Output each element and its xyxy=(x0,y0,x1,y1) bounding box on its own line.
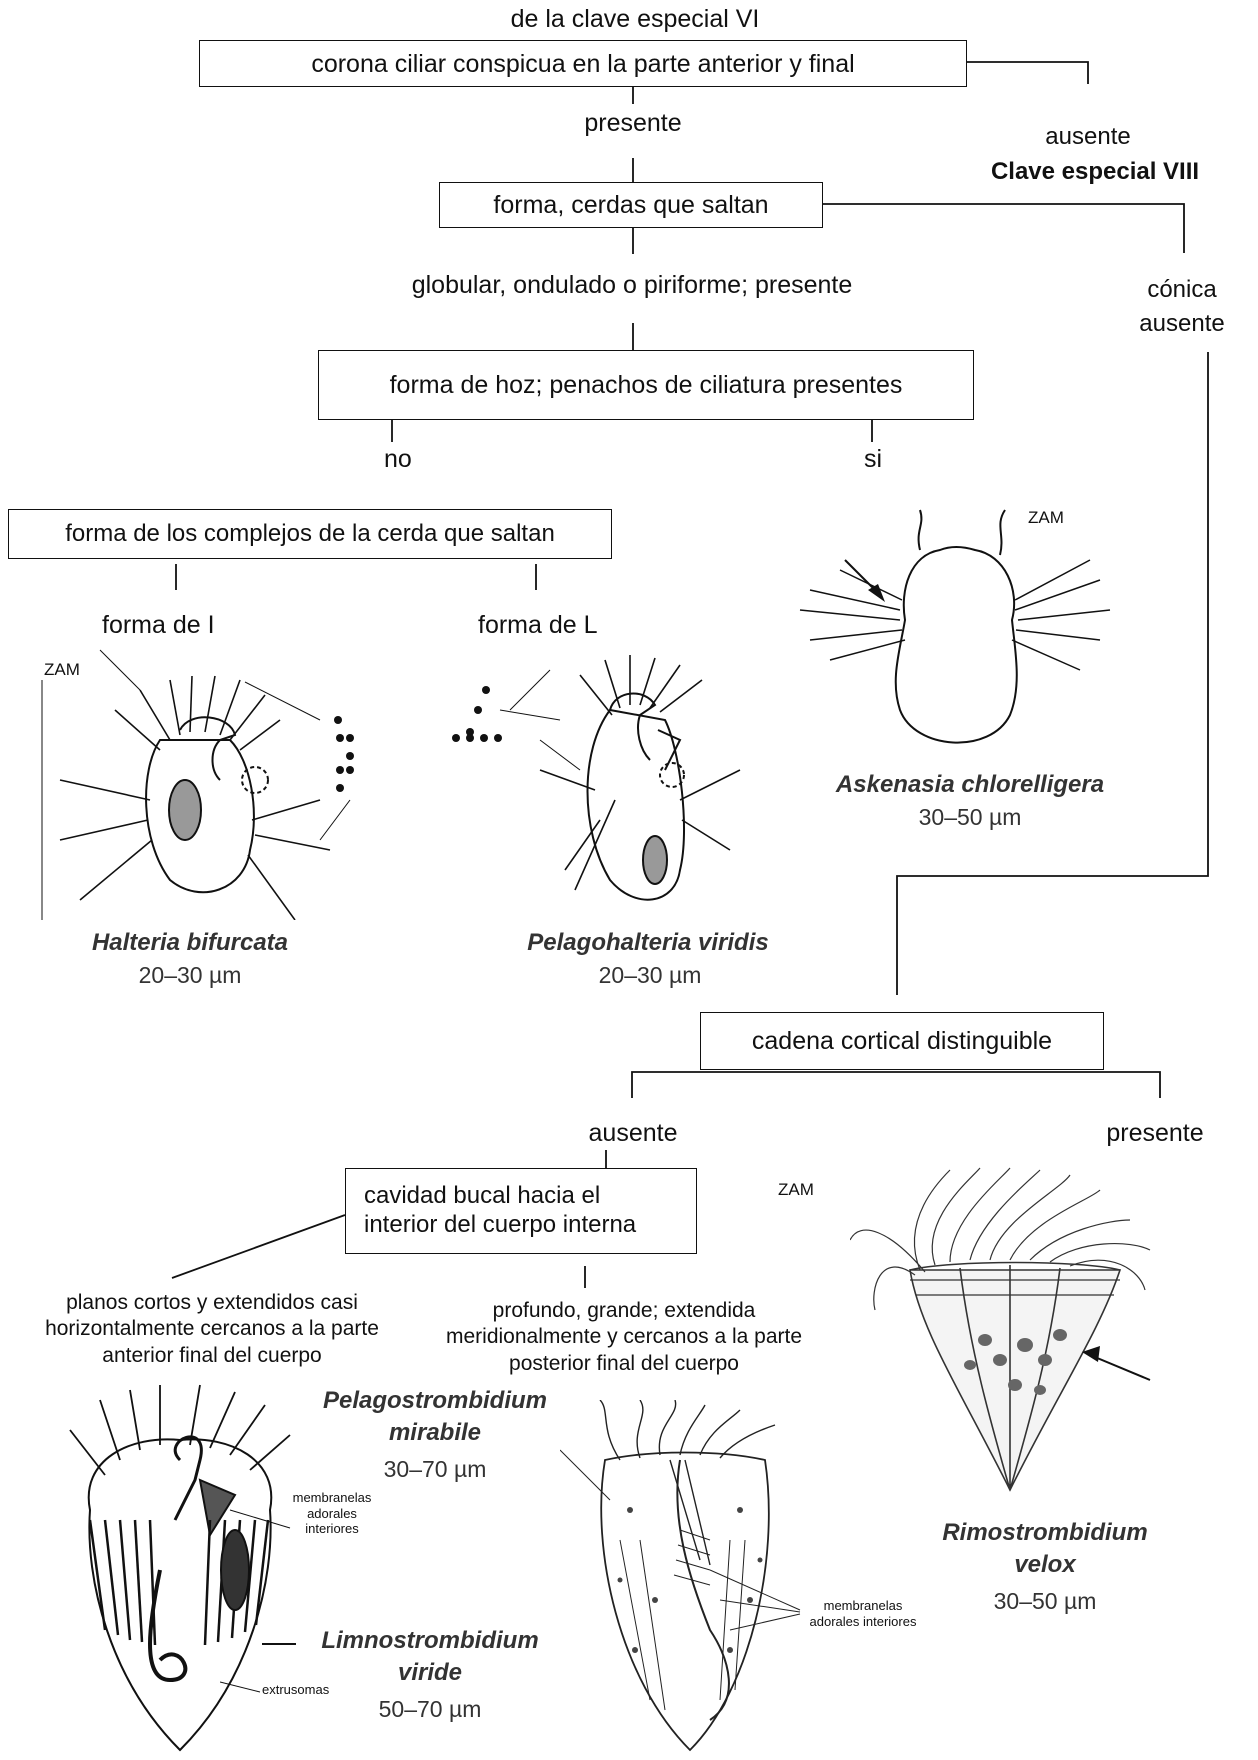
species-name-pelagostrombidium-1: Pelagostrombidium xyxy=(300,1386,570,1416)
branch-ausente-2: ausente xyxy=(1124,310,1240,339)
species-size-rimostrombidium: 30–50 µm xyxy=(975,1588,1115,1615)
branch-presente: presente xyxy=(560,108,706,138)
species-name-rimostrombidium-2: velox xyxy=(910,1550,1180,1580)
species-size-halteria: 20–30 µm xyxy=(120,962,260,989)
species-size-pelagohalteria: 20–30 µm xyxy=(580,962,720,989)
limnostrombidium-illustration xyxy=(60,1380,300,1760)
pelagostrombidium-illustration xyxy=(560,1400,820,1760)
node-complejos: forma de los complejos de la cerda que s… xyxy=(8,509,612,559)
limnostrombidium-pointer xyxy=(262,1643,296,1645)
halteria-illustration xyxy=(20,640,380,920)
branch-globular: globular, ondulado o piriforme; presente xyxy=(340,270,924,300)
species-name-halteria: Halteria bifurcata xyxy=(60,928,320,958)
species-name-askenasia: Askenasia chlorelligera xyxy=(810,770,1130,800)
species-name-limnostrombidium-2: viride xyxy=(300,1658,560,1688)
branch-forma-l: forma de L xyxy=(478,610,598,640)
label-membranelas-right: membranelas adorales interiores xyxy=(808,1598,918,1629)
zam-label-rimostrombidium: ZAM xyxy=(778,1180,814,1200)
branch-conica: cónica xyxy=(1124,276,1240,305)
branch-forma-i: forma de I xyxy=(102,610,215,640)
top-label: de la clave especial VI xyxy=(460,4,810,34)
species-size-limnostrombidium: 50–70 µm xyxy=(360,1696,500,1723)
branch-profundo: profundo, grande; extendida meridionalme… xyxy=(446,1298,802,1377)
extrusomas-pointer xyxy=(220,1680,280,1700)
zam-label-askenasia: ZAM xyxy=(1028,508,1064,528)
node-hoz: forma de hoz; penachos de ciliatura pres… xyxy=(318,350,974,420)
species-name-limnostrombidium-1: Limnostrombidium xyxy=(300,1626,560,1656)
pelagohalteria-illustration xyxy=(440,650,770,920)
node-cavidad: cavidad bucal hacia el interior del cuer… xyxy=(345,1168,697,1254)
node-forma-cerdas: forma, cerdas que saltan xyxy=(439,182,823,228)
branch-ausente-3: ausente xyxy=(560,1118,706,1148)
branch-ausente: ausente xyxy=(1008,123,1168,152)
branch-si: si xyxy=(864,444,882,474)
clave-especial-viii: Clave especial VIII xyxy=(960,158,1230,187)
species-size-pelagostrombidium: 30–70 µm xyxy=(365,1456,505,1483)
rimostrombidium-illustration xyxy=(850,1160,1190,1500)
species-name-pelagohalteria: Pelagohalteria viridis xyxy=(498,928,798,958)
species-name-rimostrombidium-1: Rimostrombidium xyxy=(910,1518,1180,1548)
label-membranelas-left: membranelas adorales interiores xyxy=(282,1490,382,1537)
askenasia-illustration xyxy=(790,500,1130,780)
branch-presente-3: presente xyxy=(1080,1118,1230,1148)
species-name-pelagostrombidium-2: mirabile xyxy=(300,1418,570,1448)
branch-planos: planos cortos y extendidos casi horizont… xyxy=(8,1290,416,1369)
species-size-askenasia: 30–50 µm xyxy=(900,804,1040,831)
node-cadena: cadena cortical distinguible xyxy=(700,1012,1104,1070)
node-corona: corona ciliar conspicua en la parte ante… xyxy=(199,40,967,87)
zam-label-halteria: ZAM xyxy=(44,660,80,680)
branch-no: no xyxy=(384,444,412,474)
